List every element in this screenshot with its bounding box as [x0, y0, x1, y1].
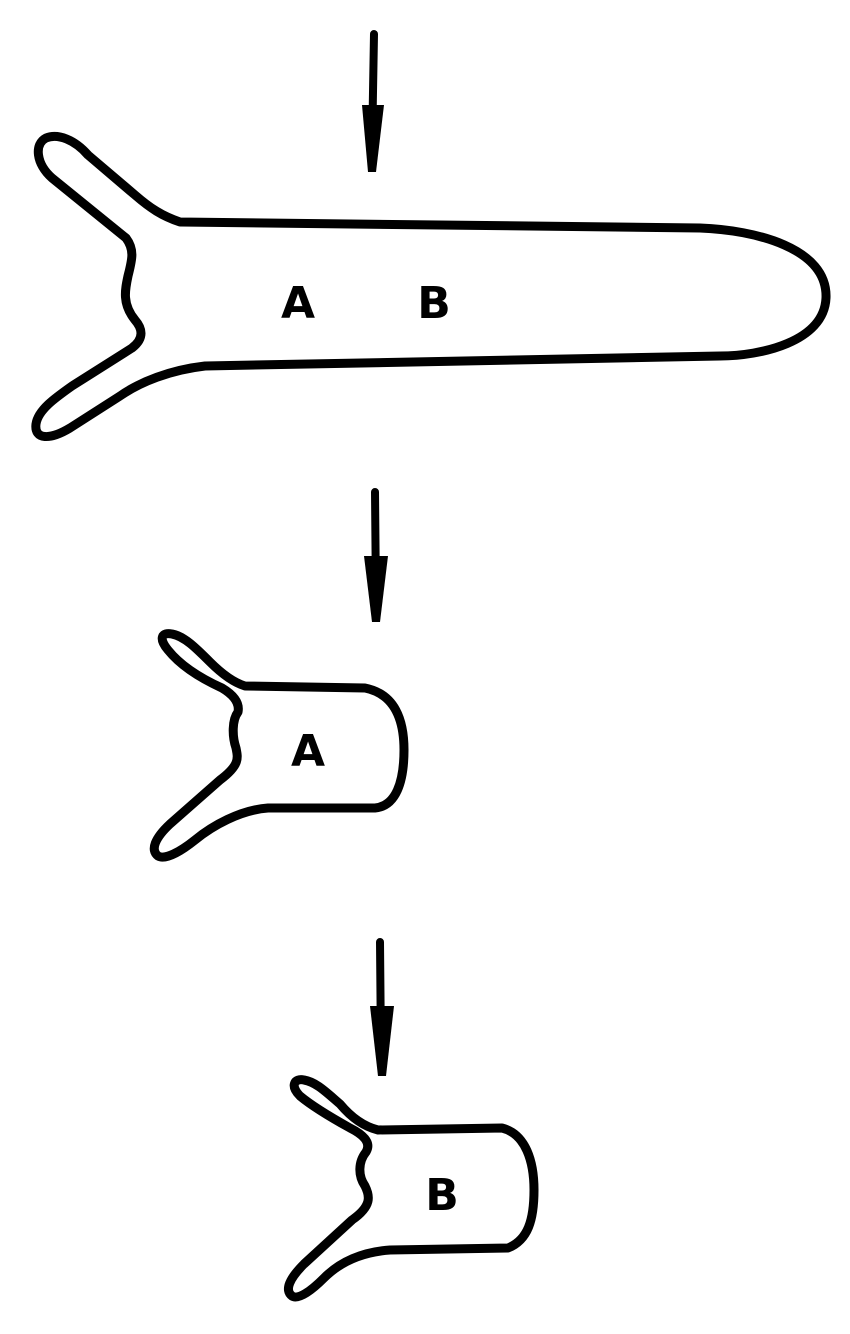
- arrow-down-icon-top: [362, 30, 384, 172]
- long-shape-label-a: A: [281, 278, 315, 329]
- arrow-head: [370, 1006, 394, 1076]
- arrow-head: [364, 556, 388, 622]
- long-shape-outline: [31, 131, 831, 441]
- arrow-head: [362, 105, 384, 172]
- piece-b-label: B: [425, 1170, 459, 1221]
- long-shape-label-b: B: [417, 278, 451, 329]
- piece-a-outline: [149, 629, 409, 862]
- arrow-down-icon-bottom: [370, 938, 394, 1076]
- piece-a-label: A: [291, 726, 325, 777]
- piece-b-outline: [284, 1075, 539, 1302]
- arrow-down-icon-middle: [364, 488, 388, 622]
